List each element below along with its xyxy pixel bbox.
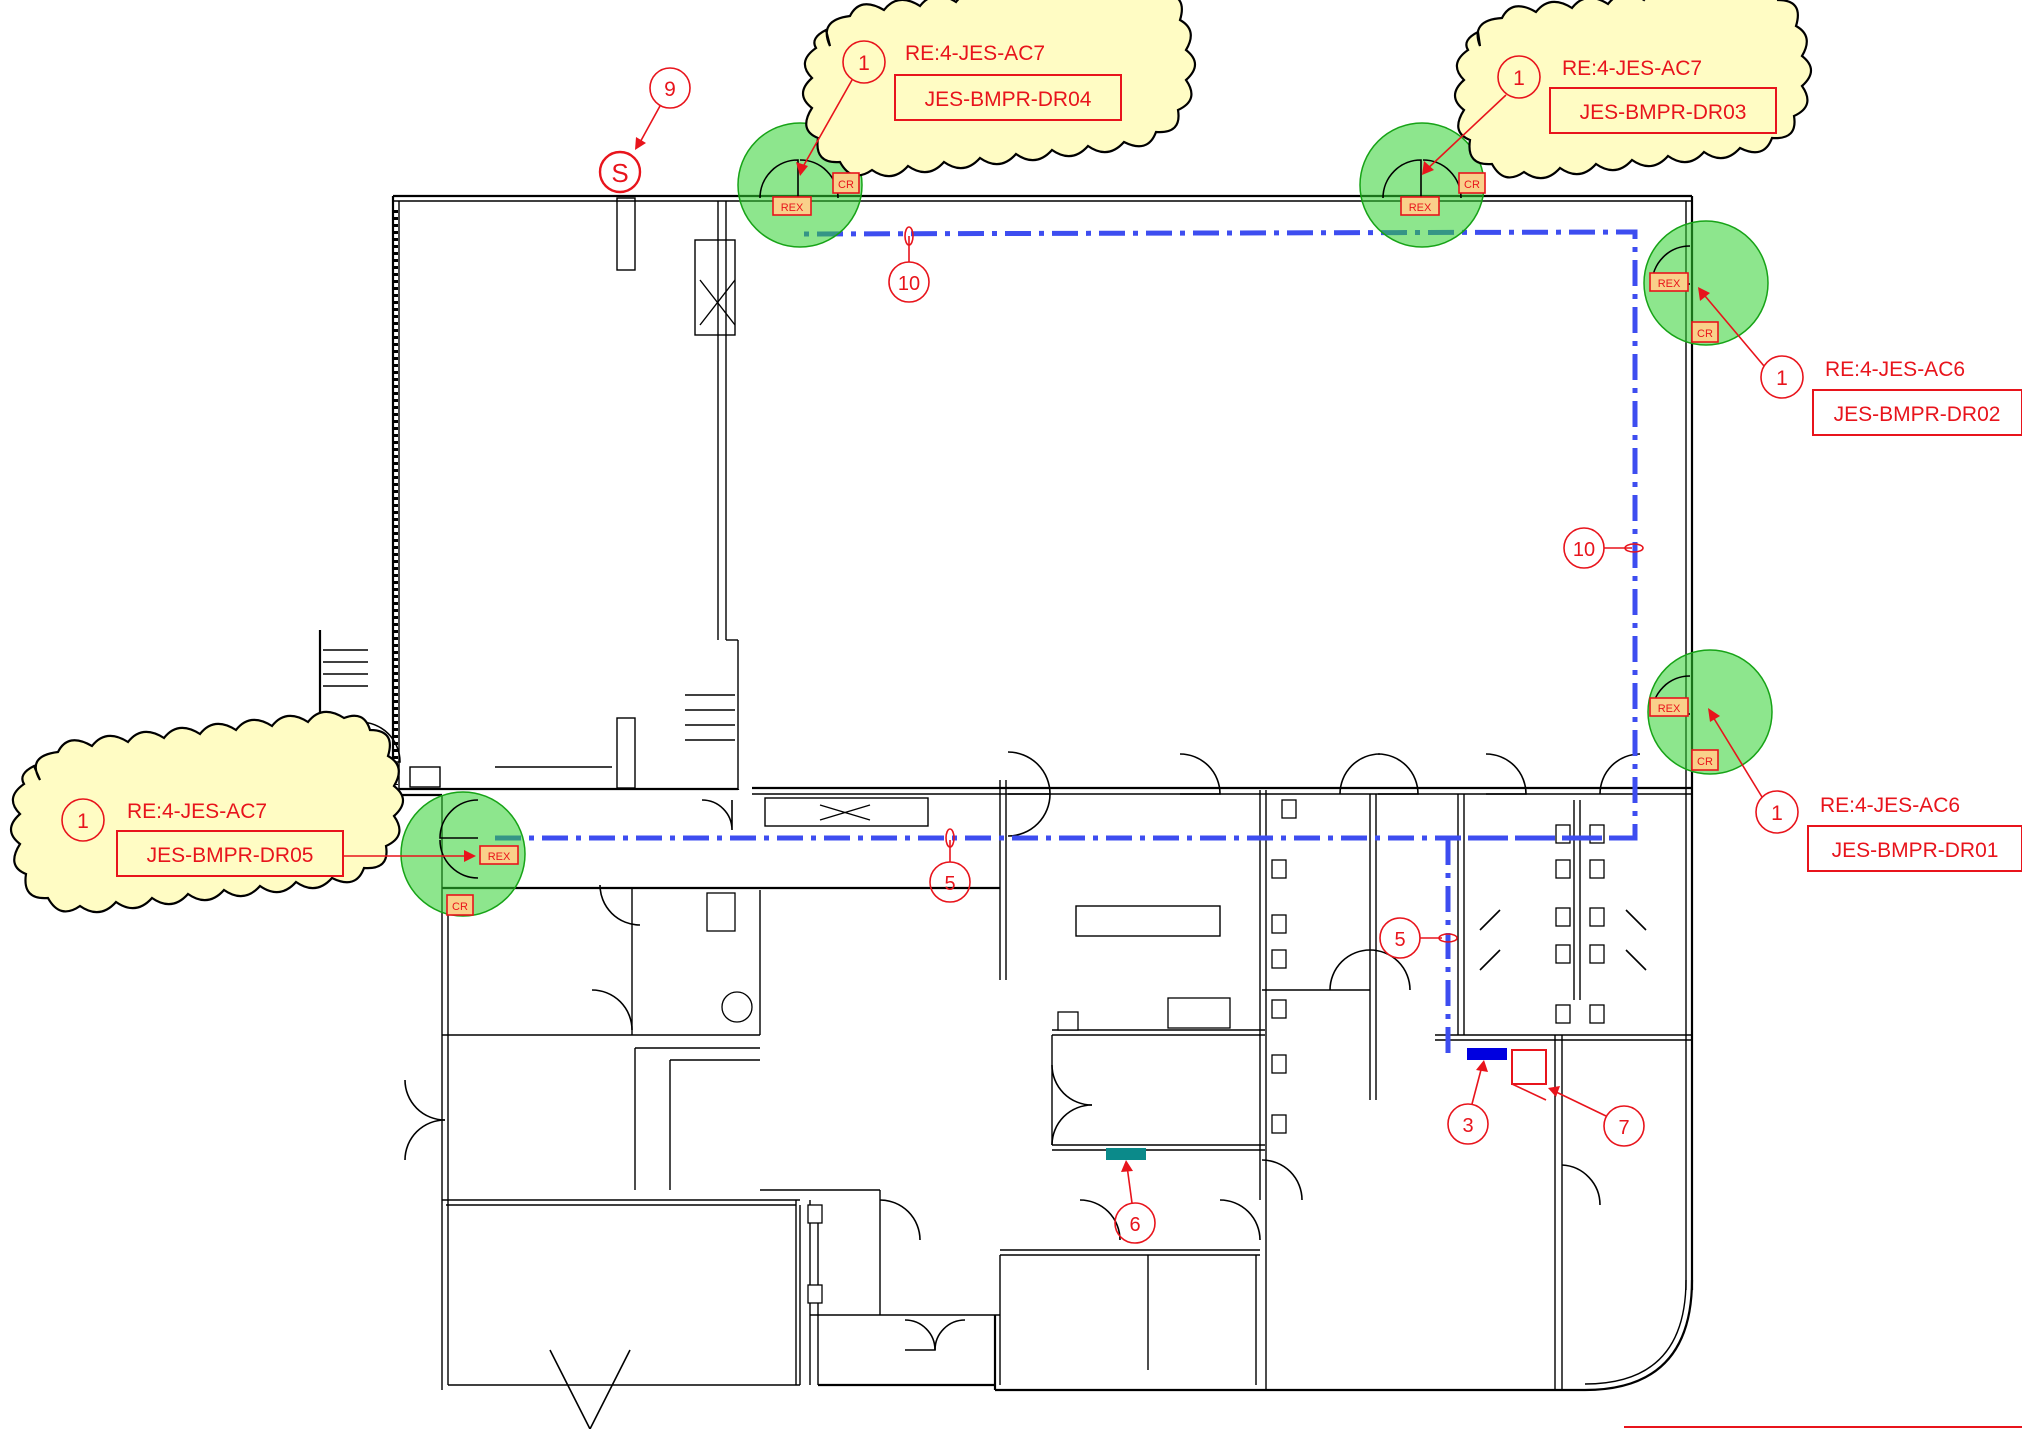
- svg-text:3: 3: [1462, 1115, 1473, 1137]
- keynote-1-dr04: 1: [858, 52, 870, 75]
- door-code-dr05: JES-BMPR-DR05: [147, 844, 314, 867]
- keynote-6: 6: [1106, 1148, 1156, 1244]
- rex-device-dr01: REX: [1649, 697, 1689, 717]
- keynote-7: 7: [1511, 1049, 1645, 1147]
- keynote-10-north: 10: [888, 226, 930, 303]
- keynote-9: 9: [635, 67, 691, 150]
- door-ref-dr04: RE:4-JES-AC7: [905, 42, 1045, 65]
- svg-text:5: 5: [944, 873, 955, 895]
- door-ref-dr05: RE:4-JES-AC7: [127, 800, 267, 823]
- door-annotation-dr03: 1 RE:4-JES-AC7 JES-BMPR-DR03: [1422, 55, 1777, 175]
- cable-route: [495, 229, 1638, 1055]
- svg-text:CR: CR: [452, 901, 468, 913]
- svg-text:REX: REX: [1409, 202, 1432, 214]
- keynote-5-riser: 5: [1379, 917, 1458, 959]
- rex-device-dr04: REX: [772, 196, 812, 216]
- svg-text:REX: REX: [488, 851, 511, 863]
- door-annotation-dr04: 1 RE:4-JES-AC7 JES-BMPR-DR04: [796, 40, 1122, 176]
- door-code-dr01: JES-BMPR-DR01: [1832, 839, 1999, 862]
- keynote-1-dr02: 1: [1776, 367, 1788, 390]
- keynote-1-dr05: 1: [77, 810, 89, 833]
- door-ref-dr03: RE:4-JES-AC7: [1562, 57, 1702, 80]
- door-code-dr04: JES-BMPR-DR04: [925, 88, 1092, 111]
- keynote-5-corridor: 5: [929, 828, 971, 903]
- svg-text:CR: CR: [1464, 179, 1480, 191]
- cr-device-dr05: CR: [446, 894, 474, 916]
- rex-device-dr05: REX: [479, 845, 519, 865]
- door-annotation-dr05: 1 RE:4-JES-AC7 JES-BMPR-DR05: [61, 798, 476, 877]
- svg-text:10: 10: [898, 273, 920, 295]
- door-halos: [400, 122, 1773, 917]
- door-code-dr02: JES-BMPR-DR02: [1834, 403, 2001, 426]
- svg-text:CR: CR: [838, 179, 854, 191]
- rex-device-dr02: REX: [1649, 272, 1689, 292]
- panel-3: [1467, 1048, 1507, 1060]
- cr-device-dr04: CR: [832, 172, 860, 194]
- cloud-callouts: [9, 0, 1813, 914]
- svg-text:S: S: [611, 158, 628, 188]
- svg-text:CR: CR: [1697, 328, 1713, 340]
- keynote-10-east: 10: [1563, 527, 1644, 569]
- door-code-dr03: JES-BMPR-DR03: [1580, 101, 1747, 124]
- door-ref-dr02: RE:4-JES-AC6: [1825, 358, 1965, 381]
- door-annotation-dr01: 1 RE:4-JES-AC6 JES-BMPR-DR01: [1708, 708, 2022, 872]
- svg-text:7: 7: [1618, 1117, 1629, 1139]
- panel-7: [1511, 1049, 1547, 1085]
- svg-text:5: 5: [1394, 929, 1405, 951]
- keynote-3: 3: [1447, 1048, 1507, 1145]
- keynote-1-dr03: 1: [1513, 67, 1525, 90]
- keynote-1-dr01: 1: [1771, 802, 1783, 825]
- svg-text:REX: REX: [1658, 278, 1681, 290]
- svg-text:10: 10: [1573, 539, 1595, 561]
- svg-text:REX: REX: [1658, 703, 1681, 715]
- panel-6: [1106, 1148, 1146, 1160]
- svg-text:REX: REX: [781, 202, 804, 214]
- controlled-door-leaves: [439, 159, 1691, 879]
- cr-device-dr01: CR: [1691, 749, 1719, 771]
- cr-device-dr03: CR: [1458, 172, 1486, 194]
- door-annotation-dr02: 1 RE:4-JES-AC6 JES-BMPR-DR02: [1698, 287, 2022, 436]
- cr-device-dr02: CR: [1691, 321, 1719, 343]
- door-ref-dr01: RE:4-JES-AC6: [1820, 794, 1960, 817]
- building-walls: [318, 194, 1694, 1429]
- access-devices: REX CR REX CR REX CR REX CR REX CR: [446, 172, 1719, 916]
- s-symbol: S: [598, 150, 642, 194]
- svg-text:9: 9: [664, 78, 676, 101]
- svg-text:6: 6: [1129, 1214, 1140, 1236]
- svg-text:CR: CR: [1697, 756, 1713, 768]
- rex-device-dr03: REX: [1400, 196, 1440, 216]
